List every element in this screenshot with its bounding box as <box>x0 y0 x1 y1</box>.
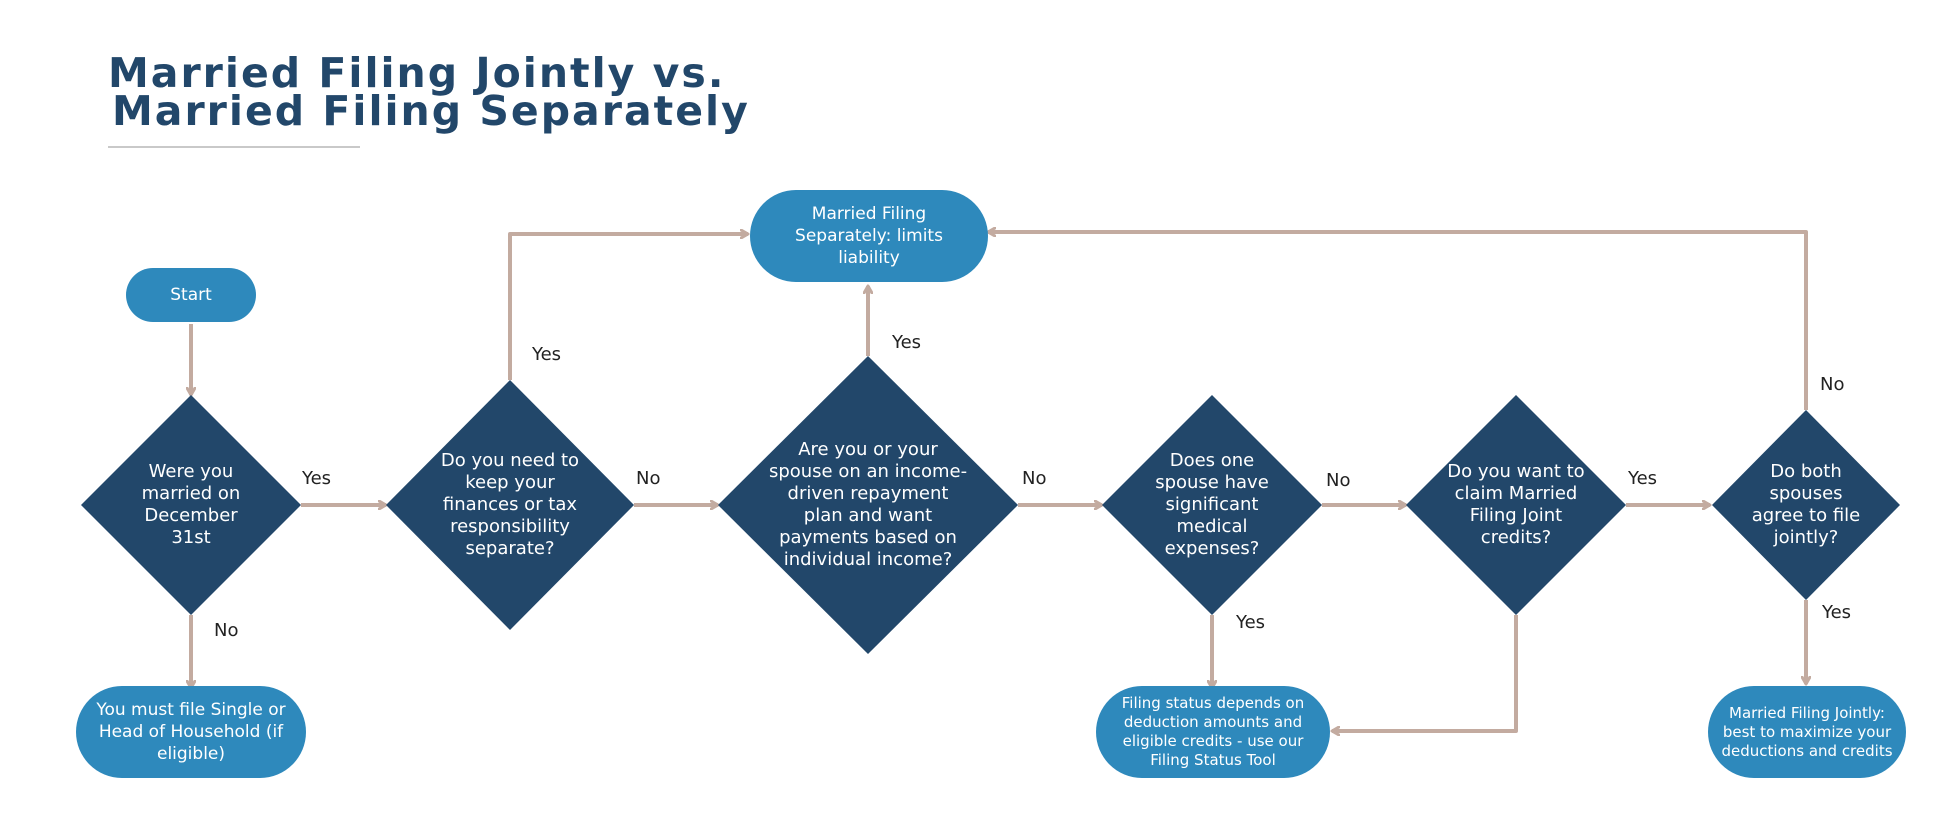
edge-keep-separate <box>508 234 748 380</box>
decision-married-label: Were you married on December 31st <box>141 461 241 548</box>
outcome-married-separately: Married Filing Separately: limits liabil… <box>750 190 988 282</box>
decision-income-driven-text: Are you or your spouse on an income-driv… <box>768 425 968 585</box>
title-underline <box>108 146 360 148</box>
decision-claim-credits-diamond <box>1406 395 1626 615</box>
outcome-filing-status-tool: Filing status depends on deduction amoun… <box>1096 686 1330 778</box>
decision-medical-diamond <box>1102 395 1322 615</box>
page-title: Married Filing Jointly vs. Married Filin… <box>108 53 750 135</box>
edge-agree-separate <box>988 232 1808 410</box>
decision-agree-label: Do both spouses agree to file jointly? <box>1751 461 1861 548</box>
edge-label-medical-no: No <box>1326 470 1351 491</box>
decision-agree-diamond <box>1712 410 1900 600</box>
edge-label-income-no: No <box>1022 468 1047 489</box>
edge-label-agree-yes: Yes <box>1822 602 1852 623</box>
outcome-filing-status-tool-label: Filing status depends on deduction amoun… <box>1121 694 1305 769</box>
edge-label-medical-yes: Yes <box>1236 612 1266 633</box>
outcome-single-hoh: You must file Single or Head of Househol… <box>76 686 306 778</box>
decision-keep-separate-text: Do you need to keep your finances or tax… <box>434 445 586 565</box>
edge-label-married-no: No <box>214 620 239 641</box>
decision-income-driven-diamond <box>718 356 1018 654</box>
edge-label-keep-yes: Yes <box>532 344 562 365</box>
edge-label-agree-no: No <box>1820 374 1845 395</box>
outcome-married-jointly-label: Married Filing Jointly: best to maximize… <box>1721 703 1893 760</box>
outcome-married-separately-label: Married Filing Separately: limits liabil… <box>795 204 943 268</box>
edge-label-claim-yes: Yes <box>1628 468 1658 489</box>
edge-label-married-yes: Yes <box>302 468 332 489</box>
edge-claim-depends <box>1332 615 1518 731</box>
edge-label-keep-no: No <box>636 468 661 489</box>
decision-agree-text: Do both spouses agree to file jointly? <box>1748 460 1864 550</box>
title-line-1: Married Filing Jointly vs. <box>108 49 726 97</box>
start-label: Start <box>170 285 212 305</box>
outcome-married-jointly: Married Filing Jointly: best to maximize… <box>1708 686 1906 778</box>
decision-married-diamond <box>81 395 301 615</box>
edge-label-income-yes: Yes <box>892 332 922 353</box>
title-line-2: Married Filing Separately <box>112 87 750 135</box>
decision-claim-credits-label: Do you want to claim Married Filing Join… <box>1447 461 1585 548</box>
decision-medical-text: Does one spouse have significant medical… <box>1152 450 1272 559</box>
decision-keep-separate-diamond <box>386 380 634 630</box>
decision-income-driven-label: Are you or your spouse on an income-driv… <box>768 439 968 570</box>
outcome-single-hoh-label: You must file Single or Head of Househol… <box>96 700 286 764</box>
decision-claim-credits-text: Do you want to claim Married Filing Join… <box>1446 455 1586 555</box>
decision-married-text: Were you married on December 31st <box>131 455 251 555</box>
start-node: Start <box>126 268 256 322</box>
decision-medical-label: Does one spouse have significant medical… <box>1155 450 1269 559</box>
decision-keep-separate-label: Do you need to keep your finances or tax… <box>440 450 580 559</box>
